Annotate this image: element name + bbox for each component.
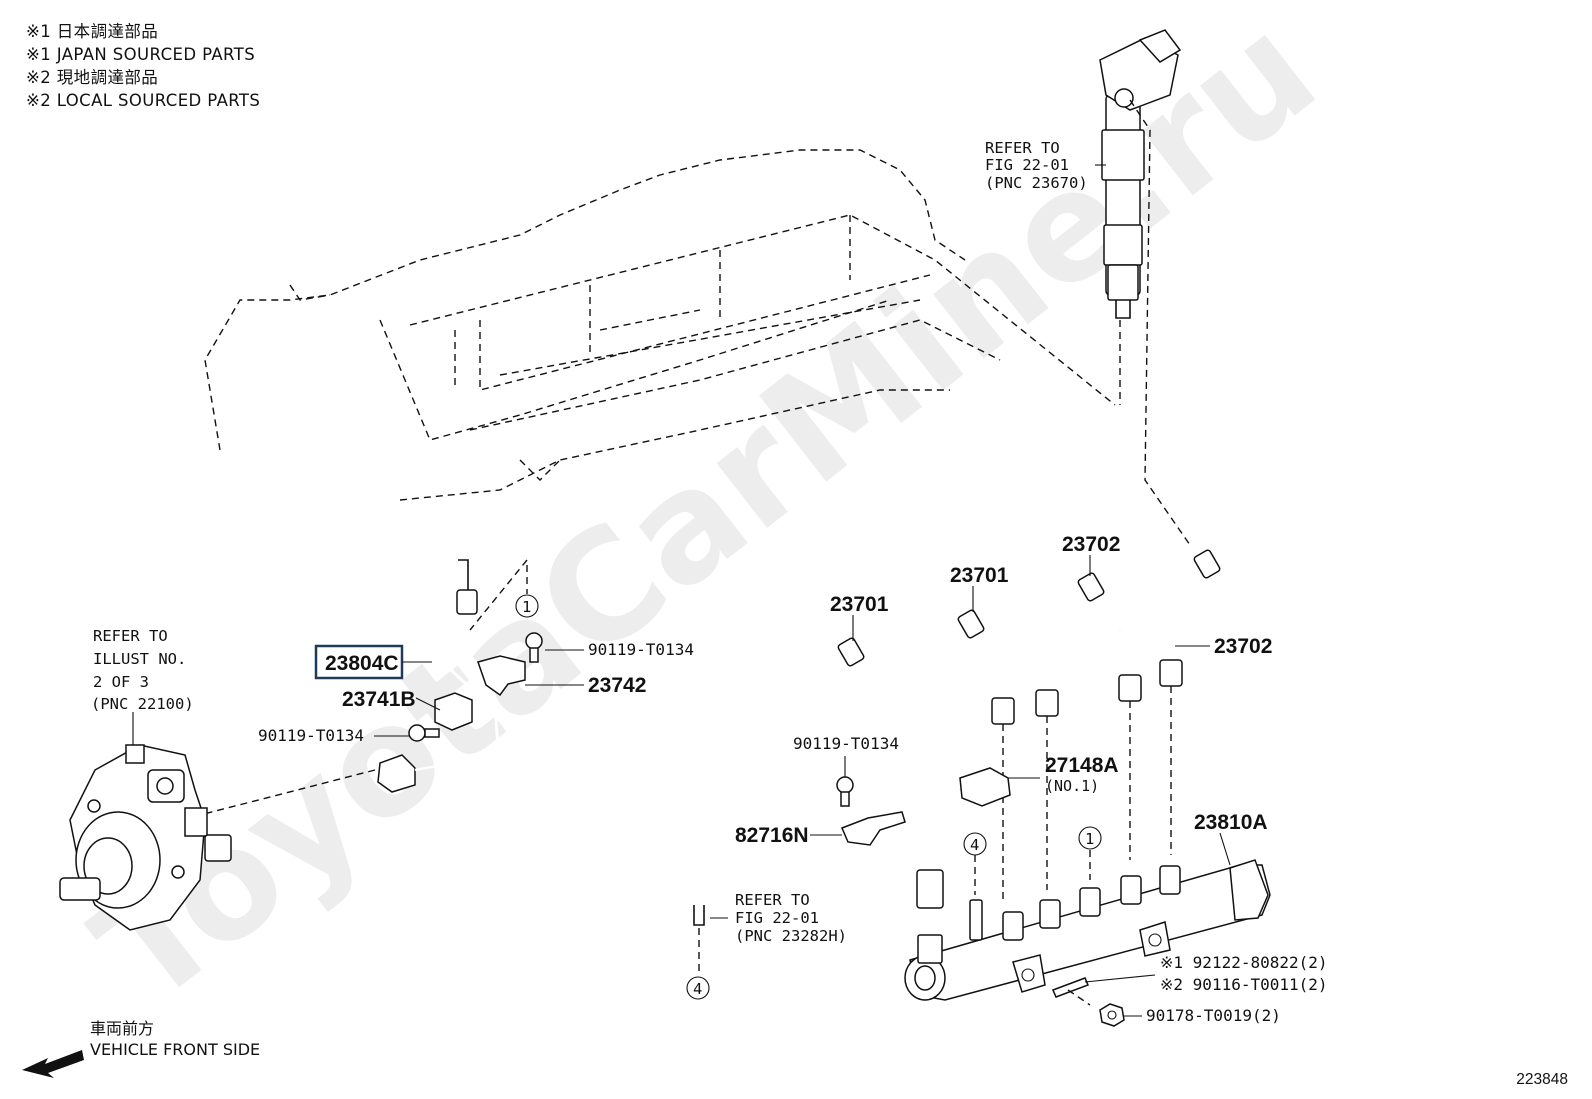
nut-icon — [1099, 1003, 1125, 1027]
pump-ref-line1: REFER TO — [93, 627, 168, 645]
vehicle-front-en: VEHICLE FRONT SIDE — [90, 1040, 261, 1059]
highlight-box — [314, 644, 404, 680]
part-label-stud-japan[interactable]: ※1 92122-80822(2) — [1160, 953, 1328, 972]
common-rail-drawing — [904, 859, 1271, 1001]
callout-4-plug-text: 4 — [693, 980, 702, 998]
pump-reference: REFER TO ILLUST NO. 2 OF 3 (PNC 22100) — [91, 627, 194, 745]
legend-line-local-en: ※2 LOCAL SOURCED PARTS — [26, 91, 261, 110]
bolt-icon-b — [408, 724, 440, 742]
bracket-23742 — [477, 655, 526, 697]
legend-line-japan-jp: ※1 日本調達部品 — [26, 22, 159, 41]
part-label-23702a-group[interactable]: 23702 — [1062, 533, 1120, 576]
injection-pipes-drawing — [837, 549, 1221, 725]
legend-line-local-jp: ※2 現地調達部品 — [26, 68, 159, 87]
part-label-nut[interactable]: 90178-T0019(2) — [1146, 1006, 1281, 1025]
part-label-23702-b[interactable]: 23702 — [1214, 635, 1272, 658]
part-label-23741b[interactable]: 23741B — [342, 688, 416, 711]
sourcing-legend: ※1 日本調達部品 ※1 JAPAN SOURCED PARTS ※2 現地調達… — [26, 20, 260, 112]
plug-ref-line1: REFER TO — [735, 891, 810, 909]
clamp-23741b — [434, 692, 473, 731]
injector-ref-line1: REFER TO — [985, 139, 1060, 157]
part-label-23742[interactable]: 23742 — [588, 674, 646, 697]
clamp-82716n — [841, 811, 906, 846]
front-arrow-icon — [22, 1050, 84, 1078]
stud-bolt-icon — [1052, 977, 1089, 998]
part-label-23701a-group[interactable]: 23701 — [830, 593, 889, 641]
part-label-82716n-group[interactable]: 82716N — [735, 824, 842, 847]
part-label-23810a-group[interactable]: 23810A — [1194, 811, 1268, 866]
supply-pump-drawing — [59, 744, 232, 931]
part-label-23810a[interactable]: 23810A — [1194, 811, 1268, 834]
injector-reference: REFER TO FIG 22-01 (PNC 23670) — [985, 139, 1106, 192]
plug-ref-line3: (PNC 23282H) — [735, 927, 847, 945]
callout-1-rail: 1 — [1078, 826, 1102, 850]
nut-guide-line — [1067, 989, 1091, 1006]
part-label-82716n[interactable]: 82716N — [735, 824, 809, 847]
part-label-23701b-group[interactable]: 23701 — [950, 564, 1009, 612]
part-label-bolt-b-group[interactable]: 90119-T0134 — [258, 726, 409, 745]
bolt-icon-a — [525, 632, 543, 663]
part-label-27148a-group[interactable]: 27148A (NO.1) — [1008, 754, 1119, 795]
part-label-bolt-a[interactable]: 90119-T0134 — [588, 640, 694, 659]
legend-line-japan-en: ※1 JAPAN SOURCED PARTS — [26, 45, 256, 64]
callout-1-rail-text: 1 — [1085, 830, 1094, 848]
part-label-stud-group[interactable]: ※1 92122-80822(2) ※2 90116-T0011(2) — [1084, 953, 1328, 994]
callout-1-pipe: 1 — [515, 565, 539, 618]
sensor-harness-drawing — [916, 767, 1011, 909]
pump-pipe-guide-line — [469, 559, 528, 631]
pump-ref-line3: 2 OF 3 — [93, 673, 149, 691]
callout-4-rail: 4 — [963, 832, 987, 856]
part-label-23702-a[interactable]: 23702 — [1062, 533, 1120, 556]
pump-guide-line — [199, 769, 376, 816]
part-label-23701-a[interactable]: 23701 — [830, 593, 889, 616]
part-label-nut-group[interactable]: 90178-T0019(2) — [1124, 1006, 1281, 1025]
injector-ref-line2: FIG 22-01 — [985, 156, 1069, 174]
vehicle-front-jp: 車両前方 — [90, 1019, 155, 1038]
vehicle-front-label: 車両前方 VEHICLE FRONT SIDE — [90, 1018, 260, 1060]
part-label-23741b-group[interactable]: 23741B — [342, 688, 441, 711]
pipe-guide-lines — [974, 686, 1172, 900]
bolt-icon-c — [836, 776, 854, 807]
part-label-23701-b[interactable]: 23701 — [950, 564, 1009, 587]
figure-number: 223848 — [1516, 1071, 1568, 1088]
callout-4-rail-text: 4 — [970, 836, 979, 854]
part-label-23804c-group[interactable]: 23804C — [314, 644, 432, 680]
part-label-bolt-c[interactable]: 90119-T0134 — [793, 734, 899, 753]
part-label-23742-group[interactable]: 23742 — [525, 674, 646, 697]
part-label-bolt-b[interactable]: 90119-T0134 — [258, 726, 364, 745]
pump-ref-line2: ILLUST NO. — [93, 650, 186, 668]
part-label-27148a-note: (NO.1) — [1045, 777, 1099, 795]
part-label-bolt-c-group[interactable]: 90119-T0134 — [793, 734, 899, 777]
plug-reference: 4 REFER TO FIG 22-01 (PNC 23282H) — [686, 891, 847, 1000]
watermark-text: ToyotaCarMine.ru — [65, 0, 1347, 1038]
plug-ref-line2: FIG 22-01 — [735, 909, 819, 927]
pump-pipe-drawing — [377, 553, 500, 793]
part-label-bolt-a-group[interactable]: 90119-T0134 — [545, 640, 694, 659]
part-label-23702b-group[interactable]: 23702 — [1175, 635, 1272, 658]
part-label-stud-local[interactable]: ※2 90116-T0011(2) — [1160, 975, 1328, 994]
injector-drawing — [1099, 29, 1182, 319]
callout-1-pipe-text: 1 — [522, 598, 531, 616]
pump-ref-line4: (PNC 22100) — [91, 695, 194, 713]
part-label-27148a[interactable]: 27148A — [1045, 754, 1119, 777]
injector-ref-line3: (PNC 23670) — [985, 174, 1088, 192]
part-label-23804c[interactable]: 23804C — [325, 652, 399, 675]
injector-pipe-guide-line — [1129, 99, 1191, 546]
engine-outline — [204, 149, 1116, 501]
